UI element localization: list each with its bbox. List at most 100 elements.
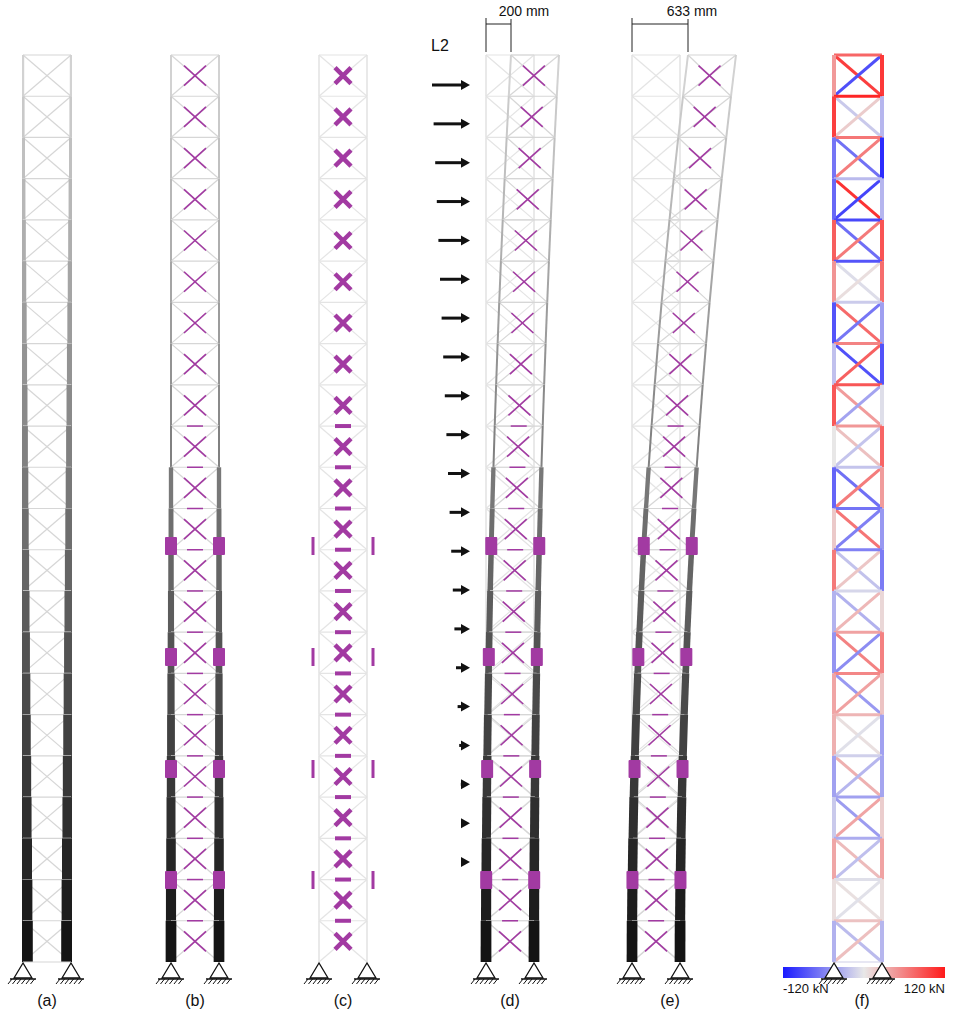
optimised-brace bbox=[184, 931, 206, 951]
chord-member bbox=[215, 797, 224, 838]
truss-member bbox=[834, 673, 882, 714]
support-hatch bbox=[876, 979, 880, 984]
chord-member bbox=[218, 302, 220, 343]
optimised-strut bbox=[187, 796, 203, 798]
truss-member bbox=[632, 879, 680, 880]
optimised-brace bbox=[335, 851, 351, 867]
chord-member bbox=[722, 137, 727, 178]
optimised-brace bbox=[335, 727, 351, 743]
truss-member bbox=[171, 426, 219, 467]
truss-member bbox=[633, 838, 680, 879]
optimised-brace bbox=[335, 686, 351, 702]
chord-member bbox=[880, 632, 884, 673]
truss-member bbox=[171, 179, 219, 220]
chord-member bbox=[646, 467, 649, 508]
optimised-strut bbox=[335, 713, 351, 717]
truss-member bbox=[487, 797, 535, 838]
optimised-brace bbox=[500, 808, 522, 828]
truss-member bbox=[319, 921, 367, 962]
truss-member bbox=[486, 55, 534, 96]
chord-member bbox=[22, 591, 30, 632]
truss-member bbox=[632, 550, 680, 591]
truss-member bbox=[486, 302, 534, 343]
column-jacket bbox=[629, 760, 641, 778]
pin-support bbox=[310, 963, 328, 978]
truss-member bbox=[319, 219, 367, 220]
optimised-brace bbox=[335, 604, 351, 620]
truss-member bbox=[319, 879, 367, 880]
chord-member bbox=[499, 261, 501, 302]
optimised-brace bbox=[184, 272, 206, 292]
truss-member bbox=[171, 591, 219, 632]
optimised-brace bbox=[184, 560, 206, 580]
support-hatch bbox=[867, 979, 871, 984]
chord-member bbox=[665, 220, 669, 261]
truss-member bbox=[632, 921, 680, 962]
chord-member bbox=[68, 220, 72, 261]
truss-member bbox=[498, 343, 546, 344]
chord-member bbox=[530, 797, 539, 838]
truss-member bbox=[486, 838, 534, 879]
optimised-brace bbox=[184, 849, 206, 869]
chord-member bbox=[22, 344, 27, 385]
chord-member bbox=[532, 673, 540, 714]
truss-member bbox=[834, 467, 882, 508]
chord-member bbox=[65, 509, 72, 550]
truss-member bbox=[834, 837, 882, 840]
dimension-line bbox=[632, 24, 688, 25]
truss-member bbox=[834, 218, 882, 221]
chord-member bbox=[533, 344, 535, 385]
chord-member bbox=[214, 921, 225, 962]
optimised-brace bbox=[499, 890, 521, 910]
chord-member bbox=[540, 467, 541, 508]
truss-member bbox=[632, 921, 680, 962]
chord-member bbox=[631, 921, 633, 962]
truss-member bbox=[319, 796, 367, 797]
truss-member bbox=[834, 301, 882, 304]
optimised-brace bbox=[699, 66, 721, 86]
chord-member bbox=[170, 261, 172, 302]
chord-member bbox=[318, 467, 320, 508]
optimised-brace bbox=[184, 766, 206, 786]
chord-member bbox=[366, 797, 368, 838]
optimised-brace bbox=[184, 313, 206, 333]
column-jacket bbox=[213, 537, 225, 555]
truss-member bbox=[319, 178, 367, 179]
optimised-strut bbox=[187, 673, 203, 675]
chord-member bbox=[167, 797, 176, 838]
chord-member bbox=[503, 179, 505, 220]
optimised-brace bbox=[517, 189, 539, 209]
support-hatch bbox=[542, 979, 546, 984]
truss-member bbox=[486, 921, 534, 962]
chord-member bbox=[22, 838, 32, 879]
truss-member bbox=[641, 550, 691, 591]
truss-member bbox=[319, 302, 367, 343]
chord-member bbox=[170, 220, 172, 261]
optimised-brace bbox=[335, 686, 351, 702]
truss-member bbox=[23, 756, 71, 797]
optimised-brace bbox=[184, 725, 206, 745]
column-jacket bbox=[312, 537, 315, 555]
chord-member bbox=[832, 673, 836, 714]
optimised-strut bbox=[335, 754, 351, 758]
optimised-brace bbox=[669, 354, 691, 374]
truss-member bbox=[319, 632, 367, 673]
truss-member bbox=[834, 96, 882, 137]
truss-member bbox=[486, 426, 534, 467]
chord-member bbox=[69, 137, 72, 178]
chord-member bbox=[509, 55, 511, 96]
optimised-strut bbox=[187, 631, 203, 633]
truss-member bbox=[632, 54, 680, 55]
truss-member bbox=[632, 797, 680, 838]
truss-member bbox=[665, 261, 709, 302]
truss-member bbox=[486, 920, 534, 921]
optimised-brace bbox=[335, 521, 351, 537]
truss-member bbox=[834, 509, 882, 550]
optimised-strut bbox=[335, 548, 351, 552]
chord-member bbox=[318, 921, 320, 962]
truss-member bbox=[319, 426, 367, 467]
truss-member bbox=[834, 425, 882, 428]
truss-member bbox=[486, 137, 534, 178]
optimised-brace bbox=[335, 68, 351, 84]
